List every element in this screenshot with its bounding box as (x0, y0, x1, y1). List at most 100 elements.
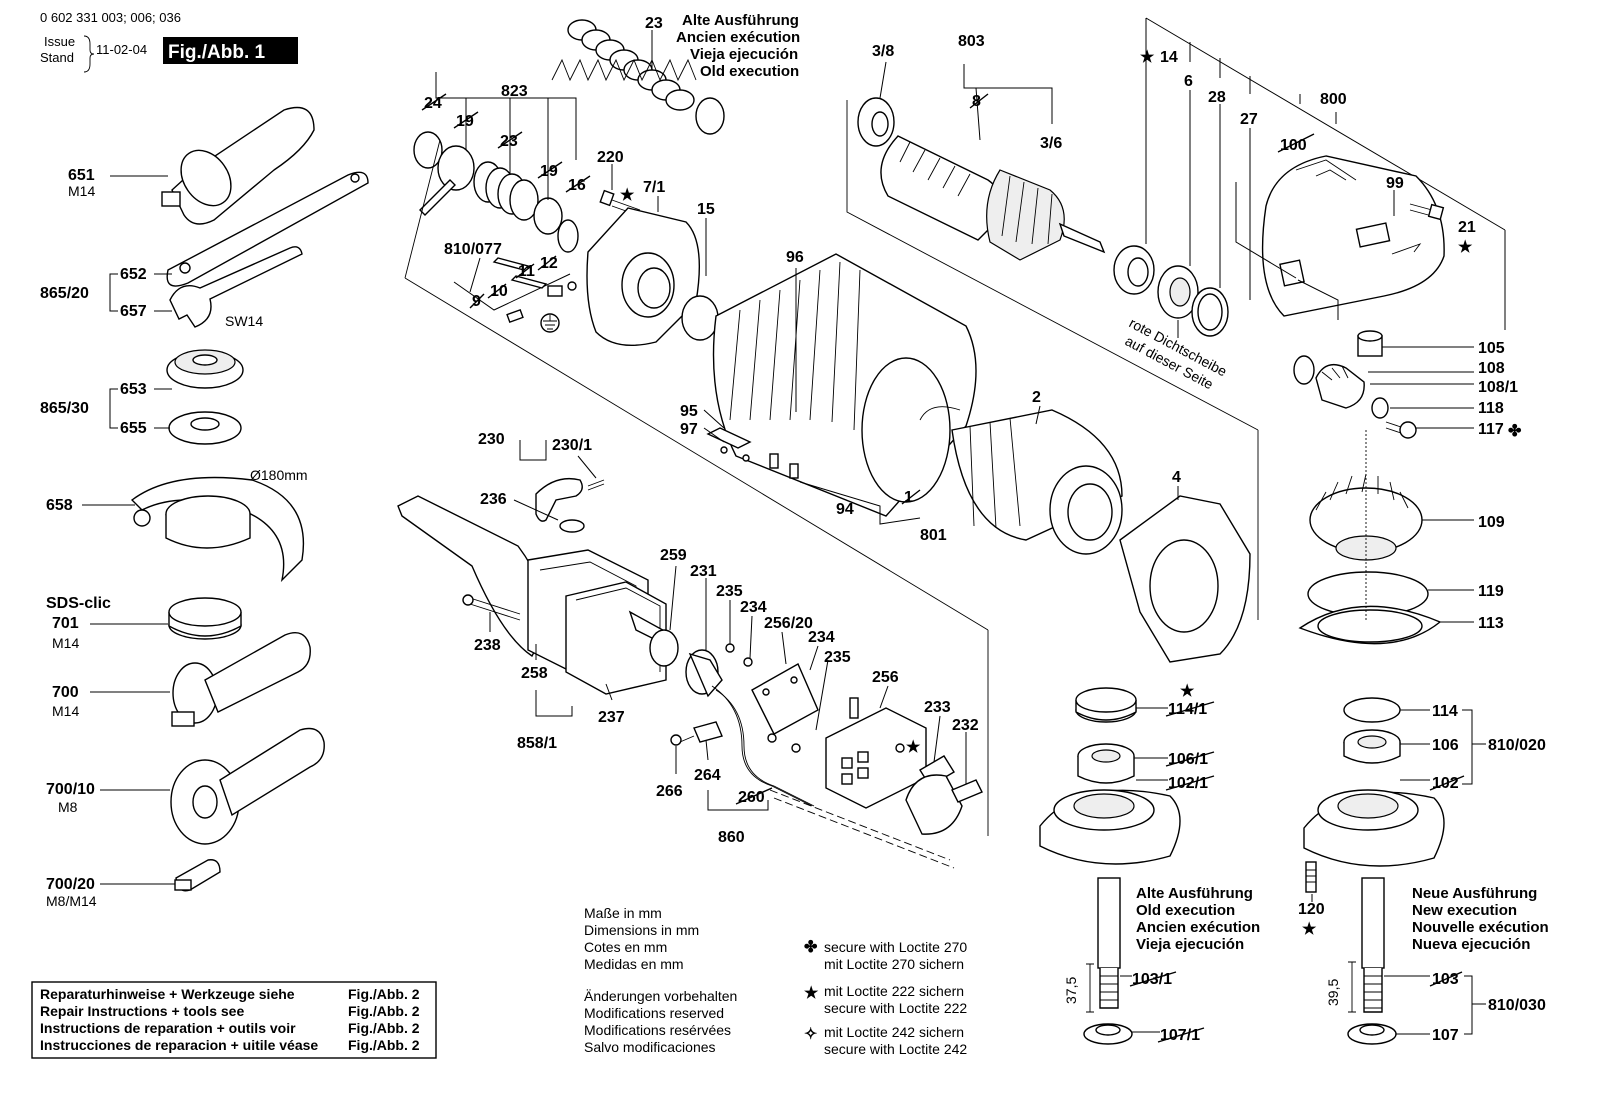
part-label-105: 105 (1478, 340, 1505, 357)
nut-107 (1347, 1023, 1397, 1045)
document-number: 0 602 331 003; 006; 036 (40, 10, 181, 25)
part-label-95: 95 (680, 403, 698, 420)
part-label-3-8: 3/8 (872, 43, 894, 60)
strike-107-1 (1157, 1027, 1205, 1043)
bracket-230 (519, 440, 547, 461)
washer-234a (743, 657, 753, 667)
retaining-spring (419, 179, 456, 216)
repair-line-2: Repair Instructions + tools see (40, 1003, 244, 1019)
circlip-114 (1343, 697, 1401, 723)
new-exec-1: Neue Ausführung (1412, 885, 1537, 902)
part-label-800: 800 (1320, 91, 1347, 108)
ground-symbol-icon (540, 313, 560, 333)
clover-icon-117: ✤ (1508, 423, 1522, 440)
repair-ref-3: Fig./Abb. 2 (348, 1020, 420, 1036)
ball-bearing-106 (1343, 729, 1401, 764)
part-label-651: 651 (68, 167, 95, 184)
part-label-266: 266 (656, 783, 683, 800)
washer-108 (1293, 355, 1315, 385)
part-label-235b: 235 (824, 649, 851, 666)
dim-37-5 (1086, 963, 1094, 1013)
part-label-655: 655 (120, 420, 147, 437)
o-ring-16 (557, 219, 579, 253)
repair-line-3: Instructions de reparation + outils voir (40, 1020, 296, 1036)
strike-23b (497, 131, 523, 149)
screw-99 (1409, 203, 1445, 221)
bracket-gear-housing (1235, 182, 1339, 320)
loctite-242-line-1: mit Loctite 242 sichern (824, 1024, 964, 1040)
part-label-120: 120 (1298, 901, 1325, 918)
wheel-guard-658 (130, 476, 305, 583)
part-sub-700: M14 (52, 703, 79, 719)
spanner-657 (169, 246, 303, 328)
part-sub-700-20: M8/M14 (46, 893, 97, 909)
leader-234a (749, 615, 753, 659)
issue-label: Issue (44, 34, 75, 49)
old-exec-top-4: Old execution (700, 63, 799, 80)
old-exec-top-1: Alte Ausführung (682, 12, 799, 29)
bracket-860 (707, 790, 769, 811)
screw-266 (670, 734, 695, 746)
auxiliary-handle-651 (161, 106, 315, 225)
changes-note-1: Änderungen vorbehalten (584, 988, 737, 1004)
on-off-switch-256 (825, 697, 927, 809)
part-label-97: 97 (680, 421, 698, 438)
leader-256-20 (781, 631, 787, 665)
part-label-7-1: 7/1 (643, 179, 665, 196)
part-label-220: 220 (597, 149, 624, 166)
handle-with-guard-700 (171, 632, 311, 727)
fan-bearing-14 (1113, 245, 1155, 295)
part-label-264: 264 (694, 767, 721, 784)
leader-8 (975, 87, 981, 141)
sleeve-231 (685, 649, 723, 698)
part-label-701: 701 (52, 615, 79, 632)
bracket-810-030 (1464, 975, 1486, 1035)
ball-bearing-6 (1157, 265, 1199, 319)
part-label-15: 15 (697, 201, 715, 218)
strike-106-1 (1165, 751, 1215, 767)
pin-wrench-652 (166, 171, 369, 287)
bracket-800-outline (1145, 17, 1506, 330)
flange-653 (166, 349, 244, 389)
needle-bearing-105 (1357, 330, 1383, 357)
leader-233 (933, 715, 941, 763)
part-label-231: 231 (690, 563, 717, 580)
part-label-119: 119 (1478, 583, 1504, 600)
sds-clic-label: SDS-clic (46, 595, 111, 612)
leader-256 (879, 685, 889, 709)
bracket-858-1 (535, 690, 573, 717)
screw-238 (469, 597, 521, 621)
gear-housing-800 (1261, 155, 1445, 317)
ball-bearing-3-8 (857, 97, 895, 147)
switch-lever-230 (535, 477, 605, 522)
part-sub-701: M14 (52, 635, 79, 651)
changes-note-2: Modifications reserved (584, 1005, 724, 1021)
strike-103-1 (1129, 971, 1177, 987)
part-label-865-20: 865/20 (40, 285, 89, 302)
strike-11 (515, 263, 535, 279)
screw-238-head (462, 594, 474, 606)
strike-103 (1429, 971, 1463, 987)
star-icon-220: ★ (620, 187, 635, 204)
dim-39-5 (1348, 961, 1356, 1013)
ball-bearing-106-1 (1077, 743, 1135, 784)
part-label-700-10: 700/10 (46, 781, 95, 798)
strike-102 (1429, 775, 1465, 791)
star-icon-note: ★ (804, 985, 819, 1002)
part-label-8: 8 (972, 93, 981, 110)
bearing-cover-7-1 (586, 207, 700, 347)
repair-ref-2: Fig./Abb. 2 (348, 1003, 420, 1019)
part-label-113: 113 (1478, 615, 1504, 632)
part-label-860: 860 (718, 829, 745, 846)
strike-260 (735, 787, 773, 805)
part-label-233: 233 (924, 699, 951, 716)
adapter-700-20 (174, 859, 221, 892)
dimension-37-5: 37,5 (1063, 977, 1079, 1004)
loctite-222-line-1: mit Loctite 222 sichern (824, 983, 964, 999)
part-label-28: 28 (1208, 89, 1226, 106)
clamping-nut-655 (168, 411, 242, 445)
issue-brace (83, 35, 95, 73)
part-label-234a: 234 (740, 599, 767, 616)
bracket-810-020 (1462, 709, 1486, 785)
